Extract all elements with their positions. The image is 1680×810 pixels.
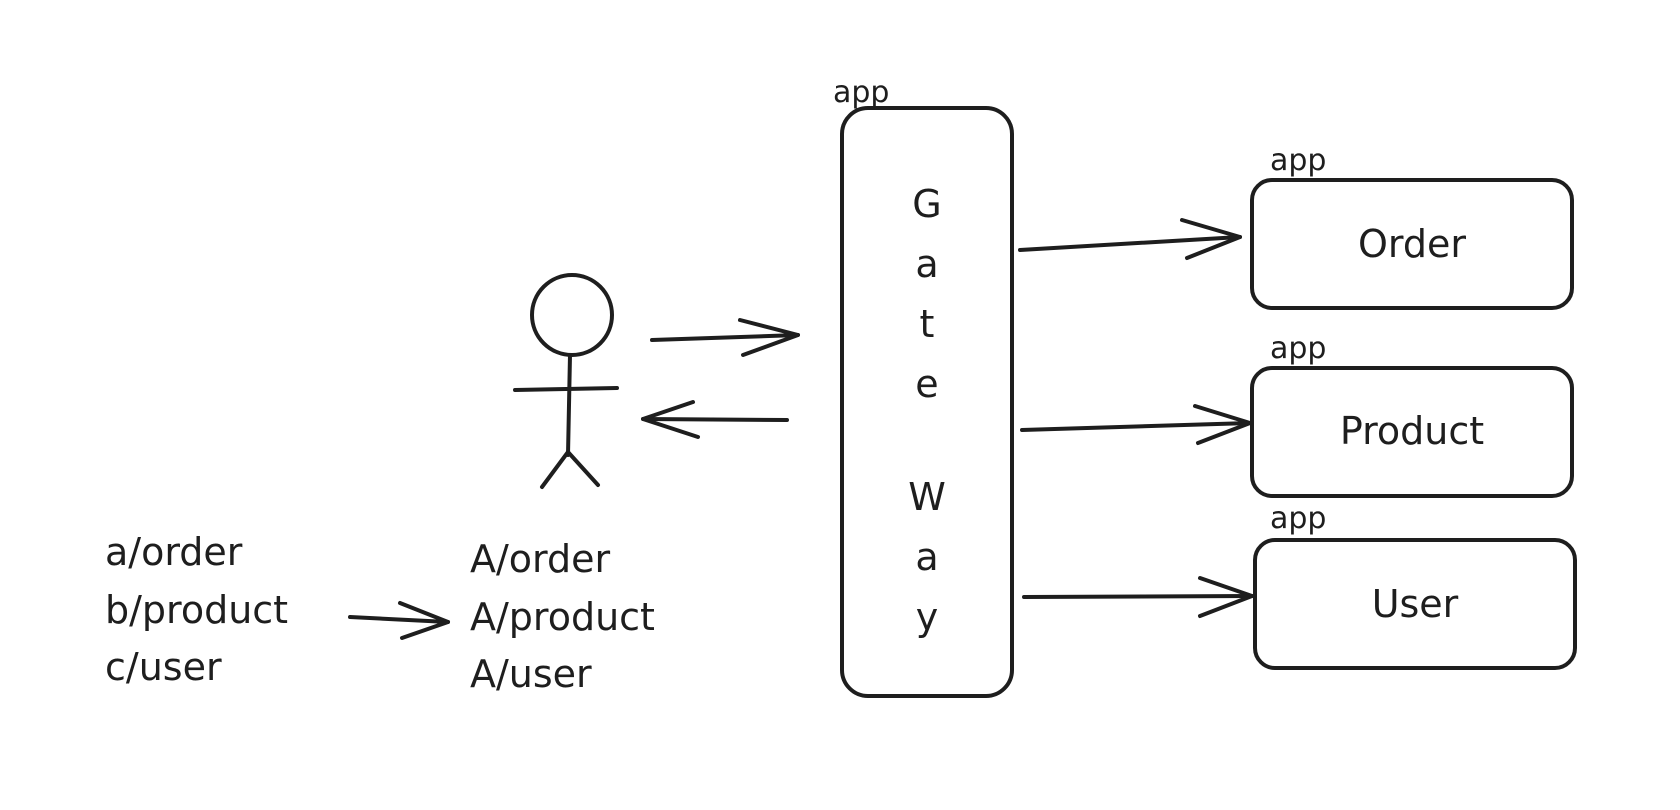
request-arrow (650, 318, 800, 357)
arrow-to-user (1022, 576, 1254, 618)
service-user-label: User (1372, 582, 1459, 626)
gateway-letter-y: y (916, 595, 939, 639)
service-product-box (1250, 366, 1574, 498)
gateway-letter-g: G (912, 182, 941, 226)
user-arms (513, 386, 619, 392)
gateway-letter-e: e (915, 362, 938, 406)
left-path-order: a/order (105, 530, 243, 574)
gateway-letter-w: W (908, 475, 946, 519)
left-path-user: c/user (105, 645, 222, 689)
service-user-tag: app (1270, 501, 1326, 536)
service-product-label: Product (1340, 409, 1484, 453)
left-path-list: a/order b/product c/user (105, 530, 288, 689)
mapped-path-order: A/order (470, 537, 611, 581)
arrow-to-product (1020, 404, 1252, 445)
service-user: app User (1253, 501, 1577, 670)
rewrite-arrow (348, 601, 450, 640)
gateway-letter-a1: a (915, 242, 938, 286)
service-order: app Order (1250, 143, 1574, 310)
arrow-to-order (1018, 218, 1242, 260)
gateway-tag: app (833, 75, 889, 110)
gateway-letter-a2: a (915, 535, 938, 579)
mapped-path-list: A/order A/product A/user (470, 537, 655, 696)
response-arrow (641, 400, 789, 439)
service-product: app Product (1250, 331, 1574, 498)
gateway: app G a t e W a y (833, 75, 1014, 698)
mapped-path-user: A/user (470, 652, 592, 696)
user-right-leg (566, 450, 600, 487)
user-stick-figure (513, 273, 619, 489)
user-head (530, 273, 614, 357)
service-order-box (1250, 178, 1574, 310)
service-product-tag: app (1270, 331, 1326, 366)
service-order-tag: app (1270, 143, 1326, 178)
left-path-product: b/product (105, 588, 288, 632)
mapped-path-product: A/product (470, 595, 655, 639)
user-left-leg (540, 450, 570, 489)
gateway-letter-t: t (920, 302, 935, 346)
service-user-box (1253, 538, 1577, 670)
service-order-label: Order (1358, 222, 1466, 266)
user-body (566, 353, 572, 457)
gateway-box (840, 106, 1014, 698)
